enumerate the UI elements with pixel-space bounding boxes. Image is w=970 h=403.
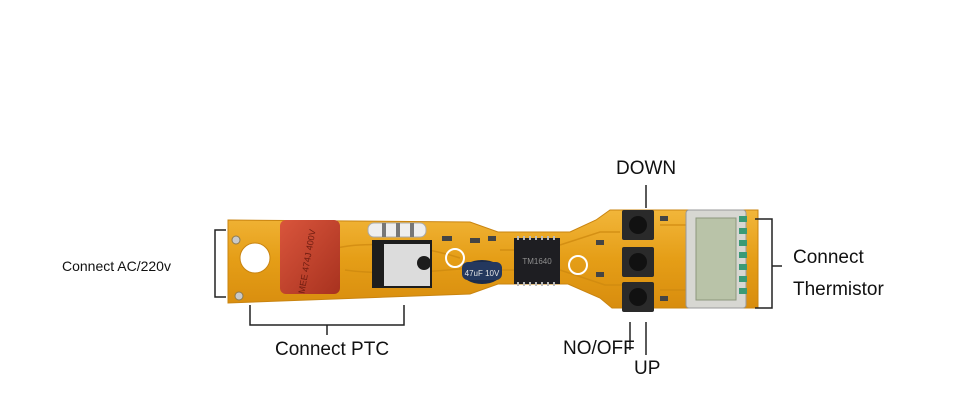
button-up bbox=[622, 282, 654, 312]
button-down bbox=[622, 210, 654, 240]
label-connect-ptc: Connect PTC bbox=[275, 339, 390, 360]
lcd-display bbox=[685, 209, 747, 309]
svg-text:47uF 10V: 47uF 10V bbox=[465, 269, 500, 278]
svg-text:TM1640: TM1640 bbox=[522, 257, 552, 266]
label-no-off: NO/OFF bbox=[563, 338, 635, 359]
label-up: UP bbox=[634, 358, 661, 379]
label-thermistor: Thermistor bbox=[793, 279, 884, 300]
smd-components bbox=[442, 216, 668, 301]
button-power bbox=[622, 247, 654, 277]
triac bbox=[372, 240, 432, 288]
film-capacitor: MEE 474J 400V bbox=[280, 220, 340, 294]
label-down: DOWN bbox=[616, 158, 677, 179]
driver-chip: TM1640 bbox=[514, 236, 560, 286]
label-connect: Connect bbox=[793, 247, 864, 268]
power-resistor bbox=[367, 222, 427, 238]
label-connect-ac: Connect AC/220v bbox=[62, 258, 171, 274]
mounting-hole bbox=[239, 242, 271, 274]
annotation-lines bbox=[214, 185, 782, 355]
electrolytic-capacitor: 47uF 10V bbox=[462, 260, 502, 284]
